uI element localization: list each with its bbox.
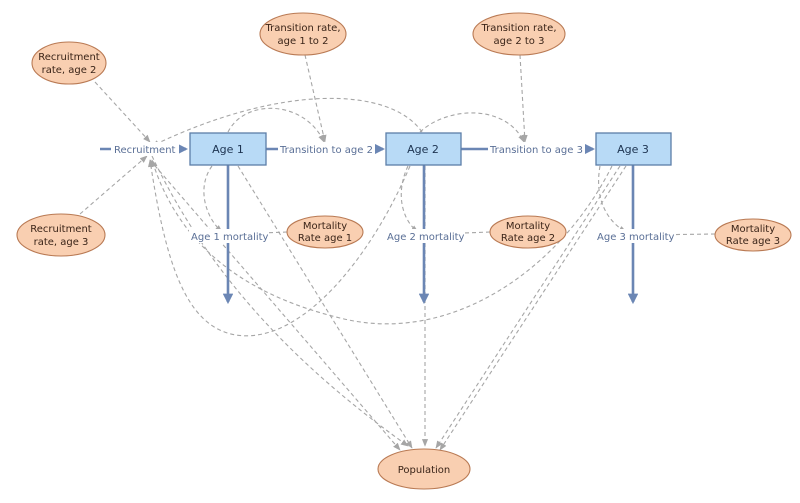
variable-recruitment-rate-age-3-line-1: Recruitment (30, 224, 92, 235)
variable-transition-rate-age-1-to-2[interactable]: Transition rate, age 1 to 2 (259, 12, 347, 56)
link-recruitment-rate-3-to-recruitment (79, 155, 148, 215)
variable-mortality-rate-age-2-line-1: Mortality (506, 221, 550, 232)
variable-transition-rate-age-2-to-3-line-2: age 2 to 3 (494, 36, 545, 47)
transition-23-flow-label[interactable]: Transition to age 3 (489, 145, 583, 156)
link-recruitment-to-population-2 (149, 159, 401, 451)
stock-age-3-label: Age 3 (617, 143, 649, 156)
stock-age-2-label: Age 2 (407, 143, 439, 156)
stock-age-1-label: Age 1 (212, 143, 244, 156)
recruitment-flow-label[interactable]: Recruitment (114, 145, 176, 156)
link-age2-to-mortality (400, 165, 419, 233)
variable-mortality-rate-age-1-line-2: Rate age 1 (298, 233, 352, 244)
variable-transition-rate-age-2-to-3-line-1: Transition rate, (480, 23, 556, 34)
link-recruitment-to-population (151, 155, 409, 447)
link-age2-to-recruitment (151, 97, 423, 147)
variable-recruitment-rate-age-2-line-1: Recruitment (38, 52, 100, 63)
link-age3-to-population-2 (439, 165, 627, 451)
link-age2-loop (147, 159, 411, 337)
stock-age-1[interactable]: Age 1 (189, 132, 267, 166)
information-links (79, 54, 716, 451)
variable-transition-rate-age-2-to-3[interactable]: Transition rate, age 2 to 3 (472, 12, 566, 56)
variable-transition-rate-age-1-to-2-line-1: Transition rate, (264, 23, 340, 34)
variable-mortality-rate-age-1-line-1: Mortality (303, 221, 347, 232)
variable-transition-rate-age-1-to-2-line-2: age 1 to 2 (278, 36, 329, 47)
link-age2-to-transition (419, 112, 525, 143)
link-age1-to-population (237, 165, 413, 449)
variable-population[interactable]: Population (377, 448, 471, 490)
link-age1-to-mortality (203, 165, 223, 233)
variable-recruitment-rate-age-3-line-2: rate, age 3 (34, 237, 89, 248)
link-age3-to-population (435, 165, 621, 449)
variable-population-label: Population (398, 465, 451, 476)
link-transition-rate-23-to-flow (519, 54, 528, 143)
link-age3-to-mortality (598, 165, 627, 233)
variable-mortality-rate-age-3-line-1: Mortality (731, 224, 775, 235)
mortality-1-flow-label[interactable]: Age 1 mortality (191, 232, 269, 243)
variable-mortality-rate-age-3-line-2: Rate age 3 (726, 236, 780, 247)
stock-age-3[interactable]: Age 3 (595, 132, 672, 166)
stock-age-2[interactable]: Age 2 (385, 132, 462, 166)
variable-recruitment-rate-age-2-line-2: rate, age 2 (42, 65, 97, 76)
variable-mortality-rate-age-2-line-2: Rate age 2 (501, 233, 555, 244)
link-mortality-rate-3-to-mortality (639, 231, 716, 238)
variable-recruitment-rate-age-3[interactable]: Recruitment rate, age 3 (16, 213, 106, 257)
link-transition-rate-12-to-flow (304, 54, 327, 143)
mortality-3-flow-label[interactable]: Age 3 mortality (597, 232, 675, 243)
transition-12-flow-label[interactable]: Transition to age 2 (279, 145, 373, 156)
flow-labels: Recruitment Transition to age 2 Transiti… (111, 142, 675, 243)
svg-text:Transition rate,age 1 to 2: Transition rate, age 1 to 2 (264, 23, 340, 47)
variable-recruitment-rate-age-2[interactable]: Recruitment rate, age 2 (31, 41, 107, 85)
mortality-2-flow-label[interactable]: Age 2 mortality (387, 232, 465, 243)
link-recruitment-rate-2-to-recruitment (94, 81, 151, 143)
svg-text:Transition rate,age 2 to 3: Transition rate, age 2 to 3 (480, 23, 556, 47)
